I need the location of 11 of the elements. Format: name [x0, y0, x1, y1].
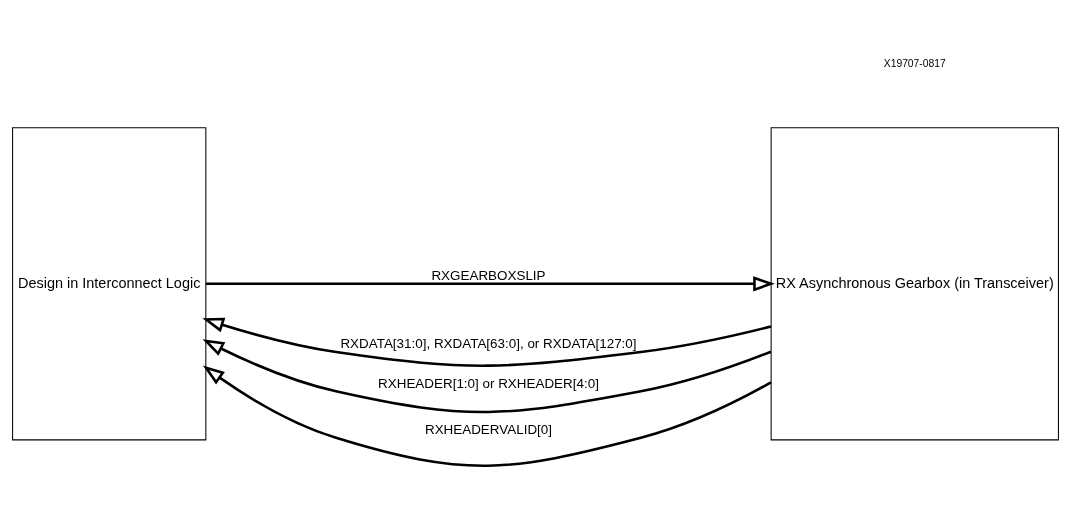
arrow [205, 275, 775, 291]
label: X19707-0817 [883, 57, 946, 69]
edge-label: RXHEADERVALID[0] [424, 421, 553, 437]
node-box: Design in Interconnect Logic [12, 126, 207, 440]
edge-label: RXDATA[31:0], RXDATA[63:0], or RXDATA[127:0] [340, 335, 637, 351]
arrow [202, 317, 772, 367]
edge-label: RXHEADER[1:0] or RXHEADER[4:0] [378, 375, 599, 391]
node-box: RX Asynchronous Gearbox (in Transceiver) [770, 126, 1059, 440]
arrow [202, 338, 772, 413]
arrow [202, 365, 772, 467]
edge-label: RXGEARBOXSLIP [431, 267, 546, 283]
